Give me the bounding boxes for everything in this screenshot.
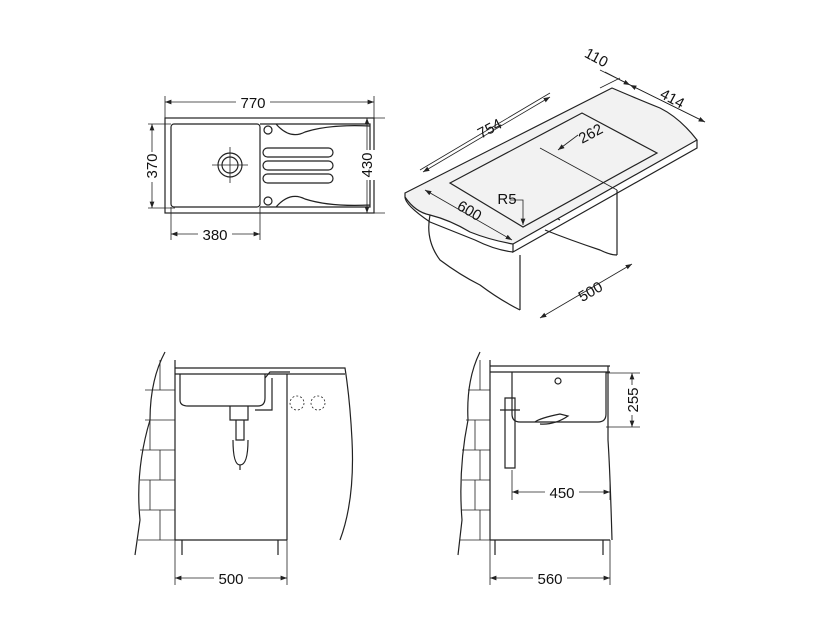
drain-icon xyxy=(212,147,248,183)
overflow-hole-icon xyxy=(263,196,273,206)
drainer-groove xyxy=(262,160,334,171)
countertop-section xyxy=(490,365,613,541)
countertop-section xyxy=(175,367,354,541)
wall-outline xyxy=(134,351,176,556)
bowl-section xyxy=(511,372,607,423)
waste-pipe xyxy=(500,397,570,469)
radius-leader xyxy=(510,199,526,225)
label-background xyxy=(236,94,270,110)
label-background xyxy=(533,570,567,586)
dimension-line xyxy=(604,71,631,86)
dimension-line xyxy=(424,189,513,241)
dim-500-iso: 500 xyxy=(576,278,606,305)
cabinet-outline xyxy=(175,374,288,555)
hidden-hole-icon xyxy=(289,395,305,411)
front-section: 500 xyxy=(134,351,354,588)
dim-560: 560 xyxy=(537,571,562,588)
extension-lines xyxy=(489,372,640,585)
label-background xyxy=(214,570,248,586)
dim-110: 110 xyxy=(582,45,611,71)
dimension-line xyxy=(557,134,579,151)
dimension-line xyxy=(629,84,706,123)
cabinet-base xyxy=(490,539,610,555)
iso-view: 754 110 414 262 R5 600 500 xyxy=(404,45,706,319)
label-background xyxy=(198,226,232,242)
drainer-groove xyxy=(262,173,334,184)
dim-430: 430 xyxy=(359,152,376,177)
drainer-outline xyxy=(260,123,371,208)
overflow-hole-icon xyxy=(554,377,562,385)
dim-500-front: 500 xyxy=(218,571,243,588)
brick-wall-side xyxy=(460,360,490,541)
bowl-section xyxy=(179,374,266,407)
overflow-pipe xyxy=(229,371,290,421)
wall-outline xyxy=(457,351,491,556)
countertop-edge xyxy=(512,140,698,254)
extension-lines xyxy=(148,96,385,240)
dim-450: 450 xyxy=(549,485,574,502)
top-view: 770 370 430 380 xyxy=(144,94,385,244)
drainer-groove xyxy=(262,147,334,158)
dimension-line xyxy=(539,263,633,319)
bowl-divider-line xyxy=(539,147,618,191)
label-background xyxy=(625,385,641,415)
brick-wall xyxy=(138,360,175,541)
siphon-trap xyxy=(232,420,249,470)
dim-255: 255 xyxy=(625,387,642,412)
dim-380: 380 xyxy=(202,227,227,244)
dim-r5: R5 xyxy=(497,191,516,208)
dimension-line xyxy=(422,96,551,173)
side-section: 255 450 560 xyxy=(457,351,642,588)
label-background xyxy=(545,484,579,500)
hidden-hole-icon xyxy=(310,395,326,411)
sink-outline xyxy=(164,117,375,214)
bowl-outline xyxy=(170,123,261,208)
dim-770: 770 xyxy=(240,95,265,112)
dim-370: 370 xyxy=(144,153,161,178)
label-background xyxy=(144,152,160,182)
label-background xyxy=(359,150,375,180)
cabinet-outline xyxy=(428,190,618,311)
tap-hole-icon xyxy=(263,125,273,135)
